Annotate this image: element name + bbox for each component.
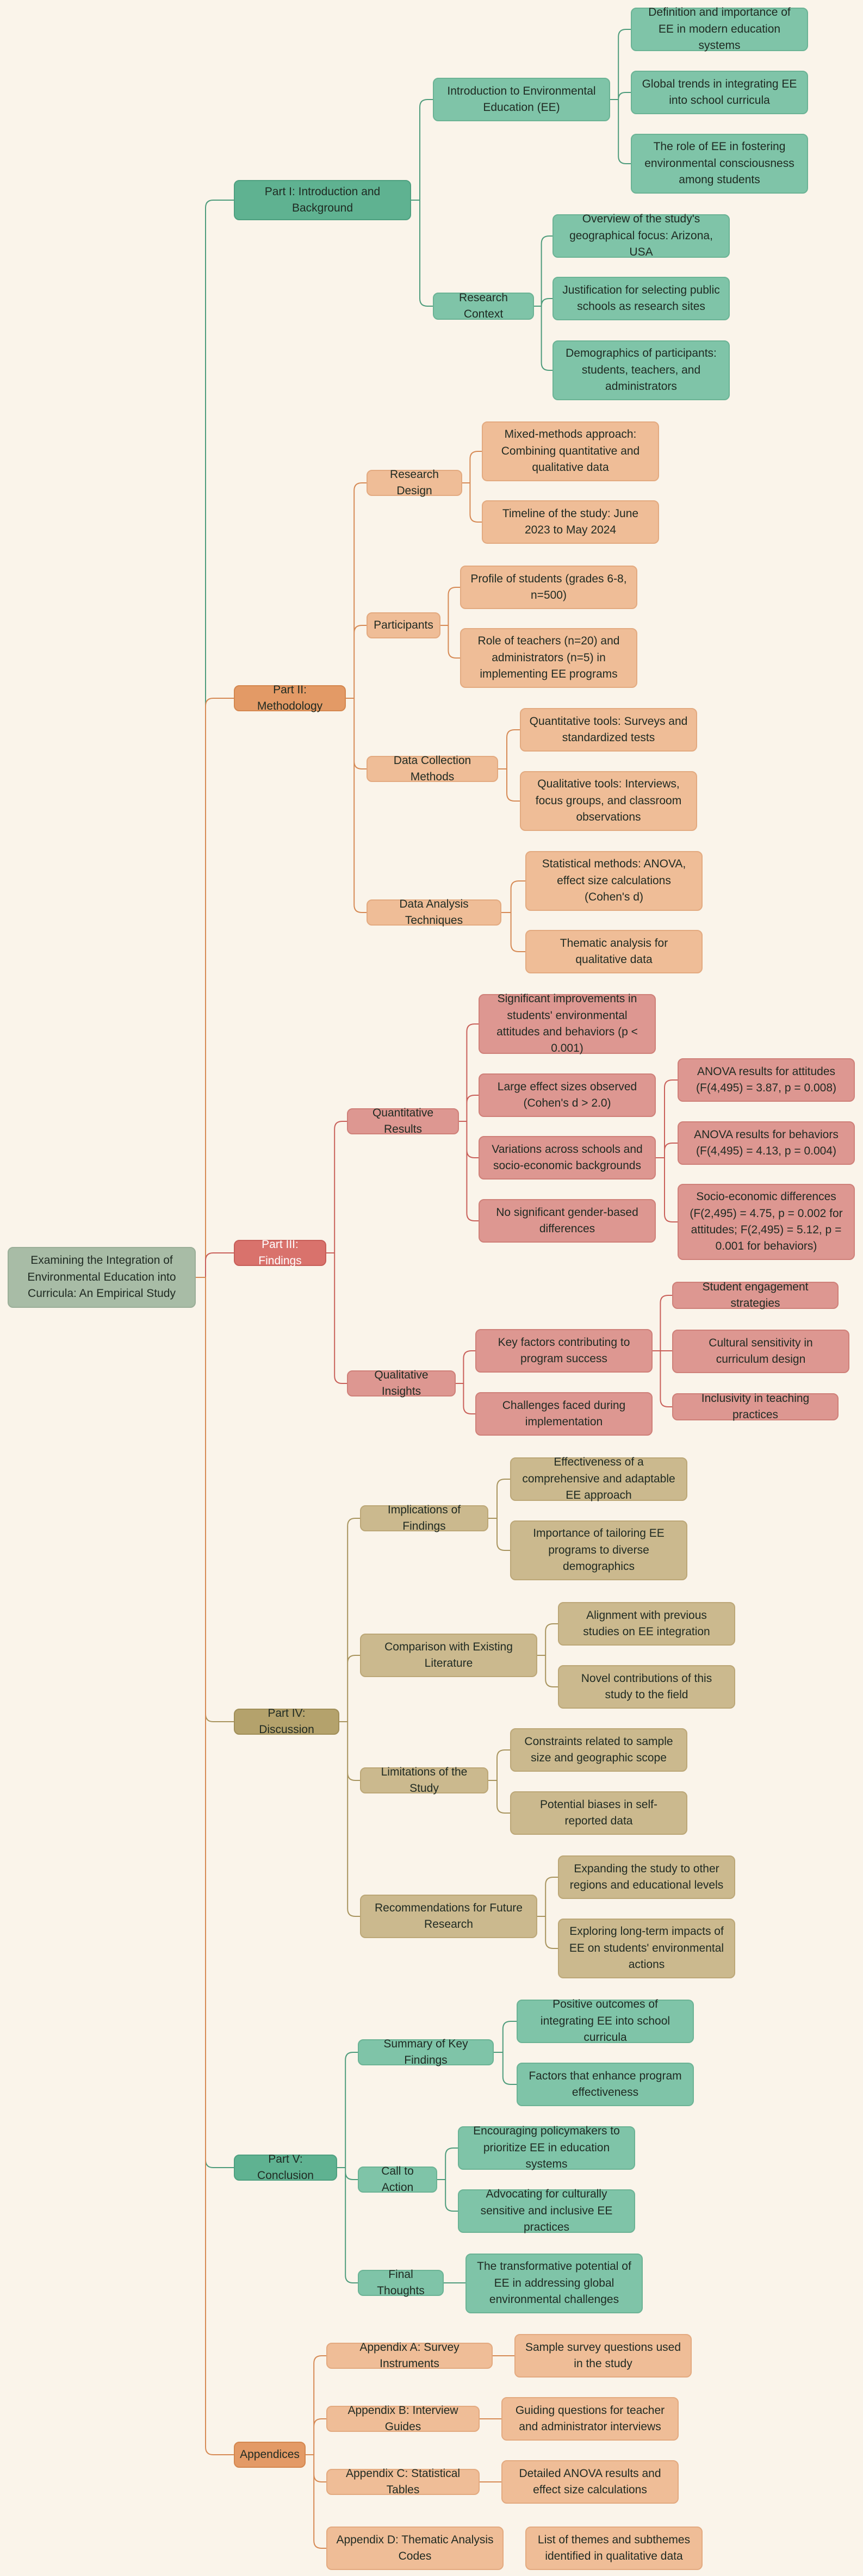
- connector-topic-quantitative-results: [459, 1023, 479, 1221]
- leaf-statistical-methods: Statistical methods: ANOVA, effect size …: [525, 851, 703, 911]
- topic-implications: Implications of Findings: [360, 1504, 488, 1532]
- leaf-sample-constraints: Constraints related to sample size and g…: [510, 1728, 687, 1772]
- connector-appendices-node: [306, 2355, 326, 2549]
- topic-final-thoughts: Final Thoughts: [358, 2268, 444, 2297]
- topic-appendix-d: Appendix D: Thematic Analysis Codes: [326, 2527, 504, 2570]
- connector-topic-data-collection: [498, 729, 520, 802]
- connector-topic-call-to-action: [437, 2147, 458, 2212]
- connector-root-appendices-node: [196, 1277, 234, 2455]
- topic-data-analysis: Data Analysis Techniques: [367, 898, 501, 927]
- leaf-encouraging-policymakers: Encouraging policymakers to prioritize E…: [458, 2125, 635, 2170]
- leaf-large-effect-sizes: Large effect sizes observed (Cohen's d >…: [479, 1073, 656, 1117]
- connector-part-2-node: [346, 482, 367, 913]
- leaf-long-term-impacts: Exploring long-term impacts of EE on stu…: [558, 1919, 735, 1978]
- leaf-demographics: Demographics of participants: students, …: [552, 340, 730, 400]
- topic-participants: Participants: [367, 612, 440, 638]
- leaf-quant-tools: Quantitative tools: Surveys and standard…: [520, 708, 697, 752]
- leaf-potential-biases: Potential biases in self-reported data: [510, 1791, 687, 1835]
- leaf-geo-focus: Overview of the study's geographical foc…: [552, 213, 730, 258]
- topic-quantitative-results: Quantitative Results: [347, 1107, 459, 1135]
- leaf-qual-tools: Qualitative tools: Interviews, focus gro…: [520, 771, 697, 831]
- connector-topic-limitations: [488, 1749, 510, 1814]
- connector-topic-summary-findings: [494, 2021, 517, 2085]
- connector-root-part-1-node: [196, 200, 234, 1278]
- topic-limitations: Limitations of the Study: [360, 1766, 488, 1795]
- leaf-positive-outcomes: Positive outcomes of integrating EE into…: [517, 1998, 694, 2044]
- leaf-school-variations: Variations across schools and socio-econ…: [479, 1136, 656, 1180]
- part-4-node: Part IV: Discussion: [234, 1707, 339, 1736]
- connector-topic-qualitative-insights: [456, 1350, 475, 1414]
- leaf-enhancing-factors: Factors that enhance program effectivene…: [517, 2063, 694, 2106]
- leaf-inclusivity: Inclusivity in teaching practices: [672, 1392, 839, 1421]
- connector-root-part-2-node: [196, 698, 234, 1278]
- leaf-anova-attitudes: ANOVA results for attitudes (F(4,495) = …: [678, 1058, 855, 1102]
- connector-root-part-4-node: [196, 1277, 234, 1722]
- leaf-challenges: Challenges faced during implementation: [475, 1392, 653, 1436]
- connector-part-3-node: [326, 1121, 347, 1384]
- leaf-mixed-methods: Mixed-methods approach: Combining quanti…: [482, 421, 659, 481]
- connector-topic-research-context: [534, 235, 552, 371]
- connector-topic-participants: [440, 587, 460, 659]
- topic-comparison-literature: Comparison with Existing Literature: [360, 1634, 537, 1677]
- topic-summary-findings: Summary of Key Findings: [358, 2038, 494, 2066]
- topic-appendix-c: Appendix C: Statistical Tables: [326, 2467, 480, 2496]
- leaf-socio-economic-differences: Socio-economic differences (F(2,495) = 4…: [678, 1184, 855, 1260]
- connector-part-5-node: [337, 2052, 358, 2283]
- connector-part-1-node: [411, 99, 433, 307]
- leaf-student-engagement: Student engagement strategies: [672, 1281, 839, 1309]
- leaf-anova-tables: Detailed ANOVA results and effect size c…: [501, 2460, 679, 2504]
- topic-qualitative-insights: Qualitative Insights: [347, 1369, 456, 1398]
- leaf-anova-behaviors: ANOVA results for behaviors (F(4,495) = …: [678, 1121, 855, 1165]
- topic-intro-ee: Introduction to Environmental Education …: [433, 78, 610, 121]
- leaf-timeline: Timeline of the study: June 2023 to May …: [482, 500, 659, 544]
- topic-data-collection: Data Collection Methods: [367, 754, 498, 783]
- leaf-ee-definition: Definition and importance of EE in moder…: [631, 6, 808, 52]
- leaf-expanding-study: Expanding the study to other regions and…: [558, 1855, 735, 1899]
- connector-topic-future-research: [537, 1877, 558, 1949]
- leaf-cultural-sensitivity: Cultural sensitivity in curriculum desig…: [672, 1330, 849, 1373]
- leaf-thematic-analysis: Thematic analysis for qualitative data: [525, 930, 703, 973]
- root-topic: Examining the Integration of Environment…: [8, 1247, 196, 1308]
- leaf-no-gender-differences: No significant gender-based differences: [479, 1199, 656, 1243]
- topic-research-design: Research Design: [367, 468, 462, 497]
- leaf-alignment-previous: Alignment with previous studies on EE in…: [558, 1602, 735, 1646]
- leaf-advocating-practices: Advocating for culturally sensitive and …: [458, 2188, 635, 2233]
- part-5-node: Part V: Conclusion: [234, 2153, 337, 2182]
- topic-call-to-action: Call to Action: [358, 2165, 437, 2194]
- topic-future-research: Recommendations for Future Research: [360, 1895, 537, 1938]
- leaf-key-factors: Key factors contributing to program succ…: [475, 1329, 653, 1373]
- connector-root-part-5-node: [196, 1277, 234, 2168]
- connector-topic-data-analysis: [501, 880, 525, 952]
- connector-topic-implications: [488, 1479, 510, 1551]
- topic-appendix-a: Appendix A: Survey Instruments: [326, 2341, 493, 2370]
- appendices-node: Appendices: [234, 2442, 306, 2468]
- leaf-novel-contributions: Novel contributions of this study to the…: [558, 1665, 735, 1709]
- connector-leaf-school-variations: [656, 1079, 678, 1222]
- leaf-tailoring-programs: Importance of tailoring EE programs to d…: [510, 1520, 687, 1580]
- leaf-significant-improvements: Significant improvements in students' en…: [479, 992, 656, 1054]
- leaf-transformative-potential: The transformative potential of EE in ad…: [465, 2254, 643, 2313]
- connector-topic-intro-ee: [610, 29, 631, 164]
- leaf-themes-list: List of themes and subthemes identified …: [525, 2527, 703, 2570]
- leaf-teachers-role: Role of teachers (n=20) and administrato…: [460, 628, 637, 688]
- topic-appendix-b: Appendix B: Interview Guides: [326, 2404, 480, 2433]
- connector-leaf-key-factors: [653, 1295, 672, 1407]
- leaf-students-profile: Profile of students (grades 6-8, n=500): [460, 566, 637, 609]
- part-3-node: Part III: Findings: [234, 1238, 326, 1267]
- connector-part-4-node: [339, 1518, 360, 1917]
- topic-research-context: Research Context: [433, 291, 534, 320]
- leaf-ee-global-trends: Global trends in integrating EE into sch…: [631, 71, 808, 114]
- part-1-node: Part I: Introduction and Background: [234, 180, 411, 220]
- leaf-sample-survey: Sample survey questions used in the stud…: [514, 2334, 692, 2378]
- leaf-comprehensive-approach: Effectiveness of a comprehensive and ada…: [510, 1456, 687, 1501]
- connector-topic-research-design: [462, 451, 482, 523]
- connector-topic-comparison-literature: [537, 1623, 558, 1687]
- leaf-ee-role: The role of EE in fostering environmenta…: [631, 134, 808, 194]
- leaf-guiding-questions: Guiding questions for teacher and admini…: [501, 2397, 679, 2441]
- connector-root-part-3-node: [196, 1252, 234, 1278]
- leaf-public-schools: Justification for selecting public schoo…: [552, 277, 730, 320]
- part-2-node: Part II: Methodology: [234, 684, 346, 712]
